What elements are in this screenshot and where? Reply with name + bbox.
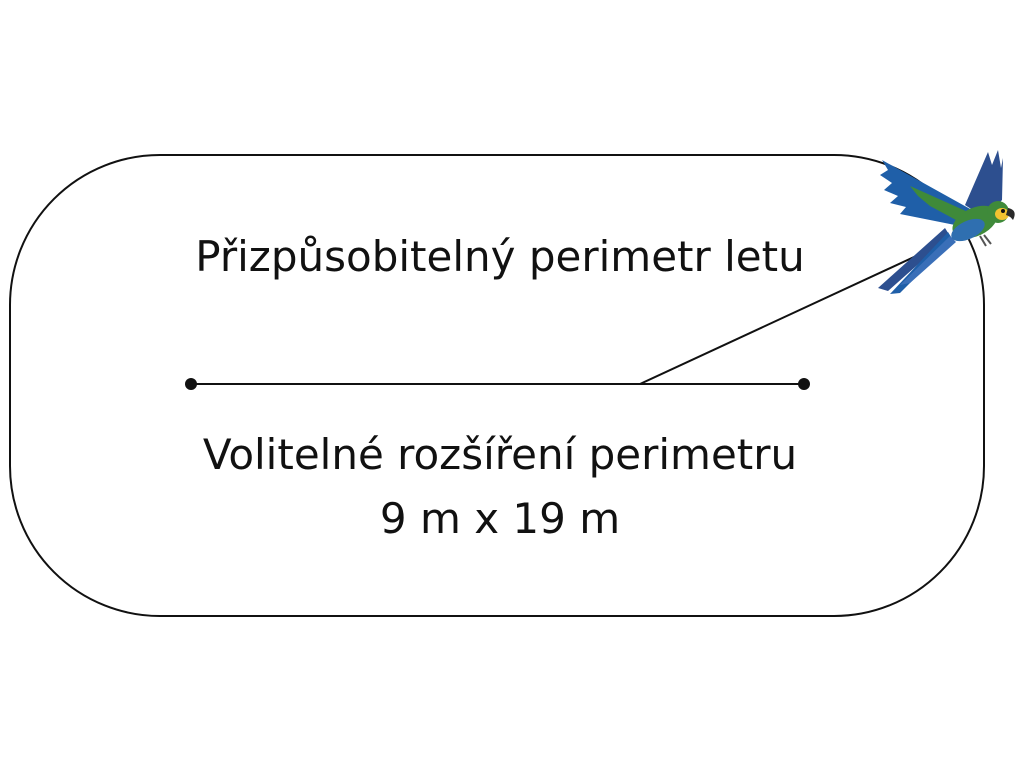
endpoint-dot-icon bbox=[798, 378, 810, 390]
tether-line bbox=[639, 237, 956, 385]
parrot-icon bbox=[878, 150, 1015, 294]
perimeter-title: Přizpůsobitelný perimetr letu bbox=[195, 232, 805, 281]
dimensions-label: 9 m x 19 m bbox=[379, 494, 621, 543]
flight-perimeter-outline bbox=[9, 154, 985, 617]
endpoint-dot-icon bbox=[185, 378, 197, 390]
extension-label: Volitelné rozšíření perimetru bbox=[202, 430, 798, 479]
